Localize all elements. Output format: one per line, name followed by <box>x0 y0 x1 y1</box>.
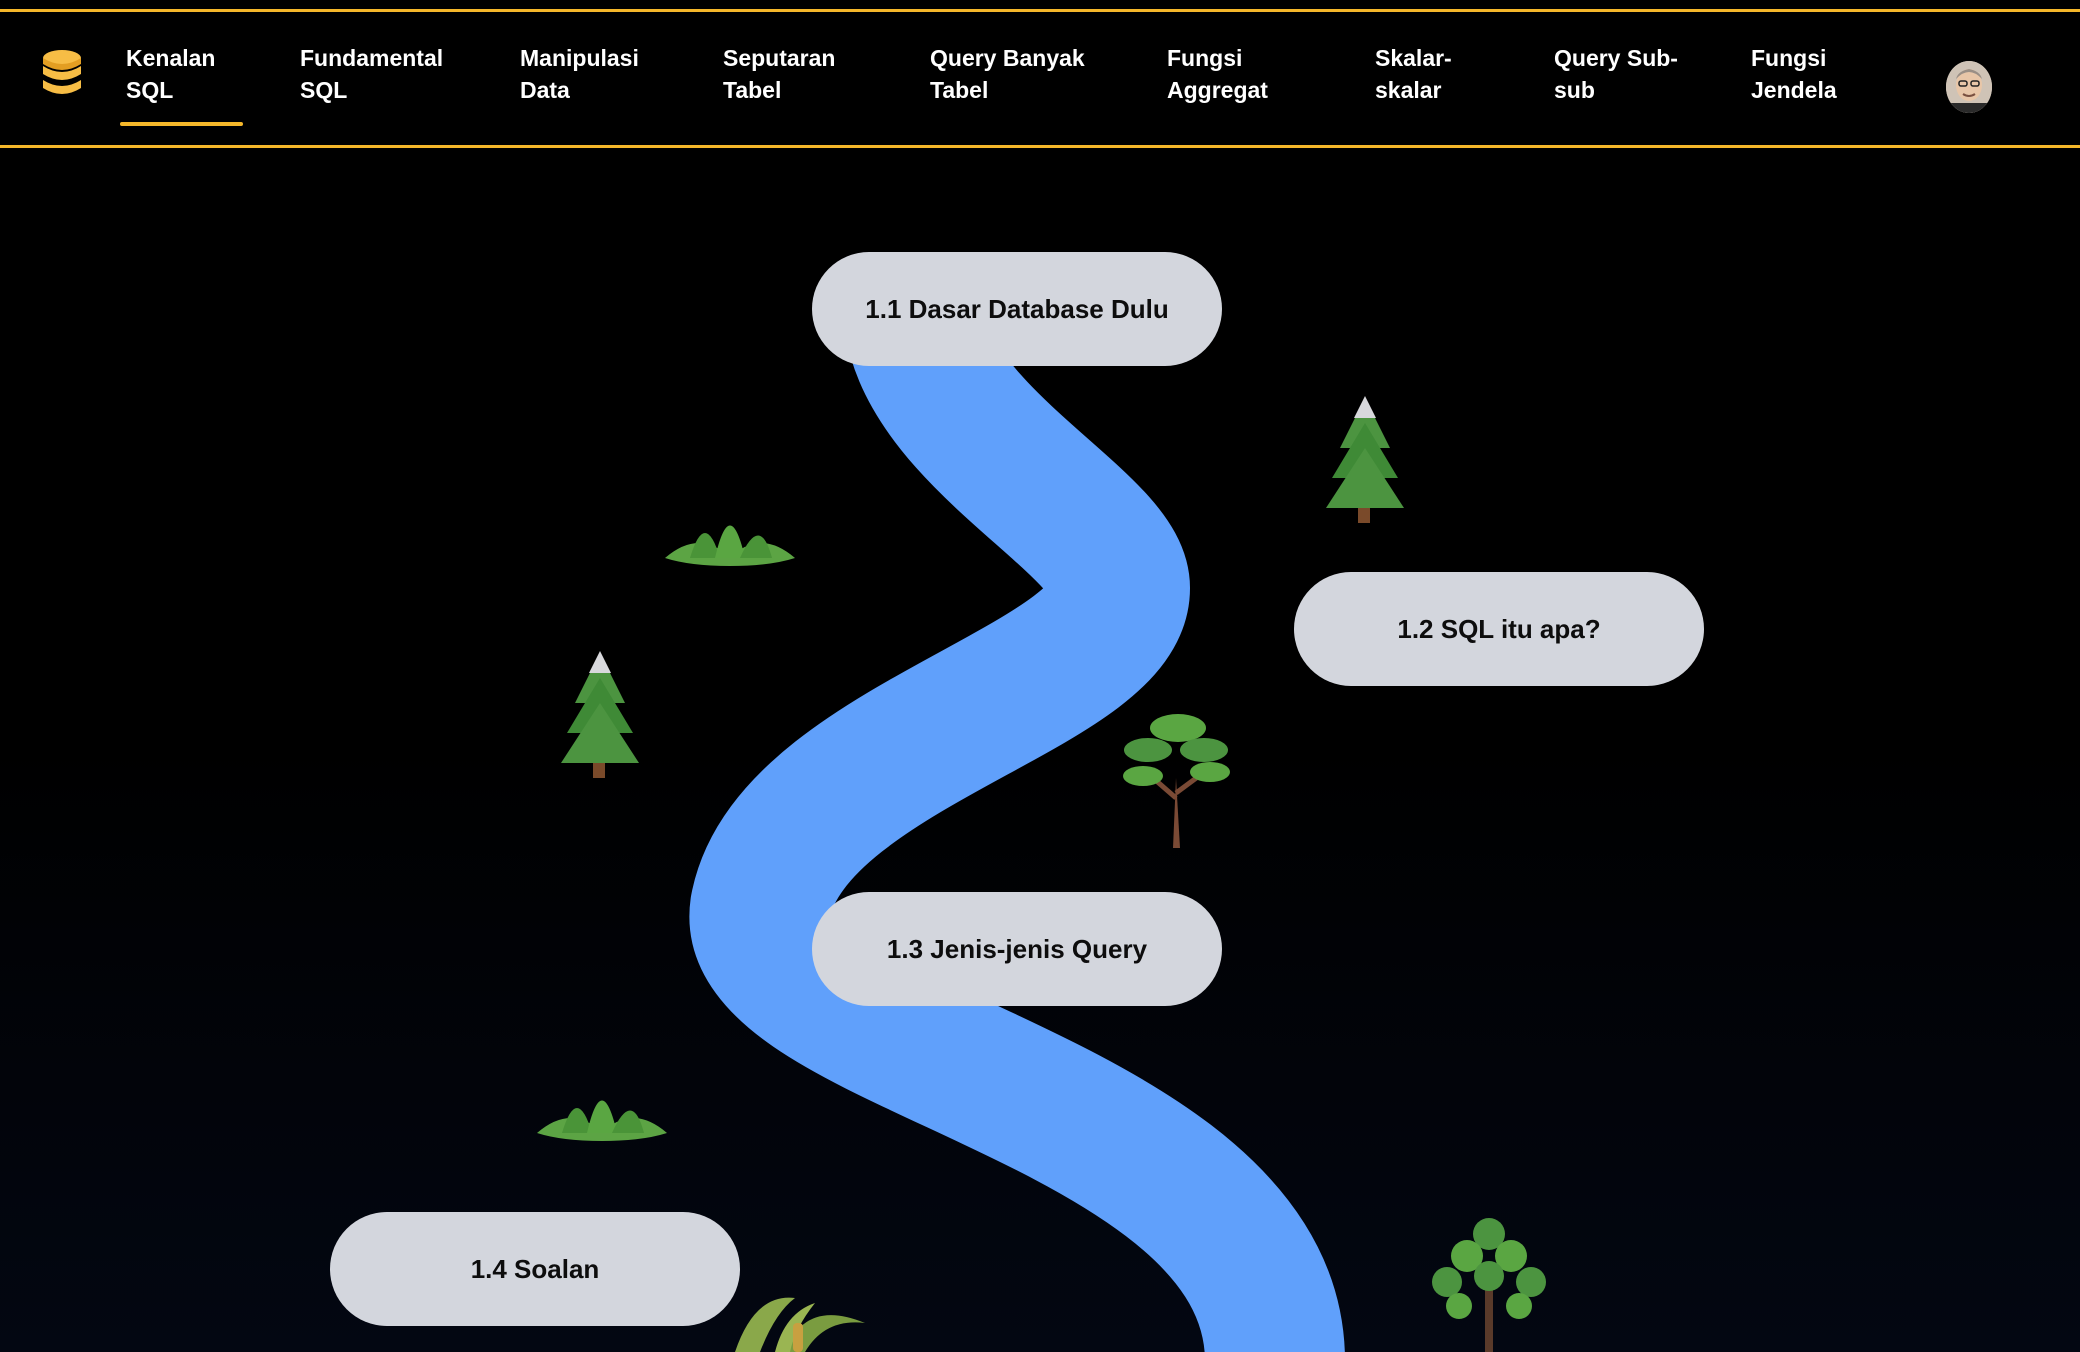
nav-item-line2: Data <box>520 77 570 103</box>
nav-item-line1: Kenalan <box>126 45 216 71</box>
river-path <box>689 314 1345 1352</box>
nav-item-line1: Query Sub- <box>1554 45 1678 71</box>
grass-bush-icon <box>537 1100 667 1141</box>
nav-item-line2: Tabel <box>723 77 782 103</box>
nav-item-line2: Aggregat <box>1167 77 1268 103</box>
nav-item-fundamental-sql[interactable]: Fundamental SQL <box>300 42 443 106</box>
nav-item-line1: Fungsi <box>1751 45 1827 71</box>
nav-item-line2: Tabel <box>930 77 989 103</box>
lesson-label: 1.2 SQL itu apa? <box>1397 613 1601 644</box>
snowy-pine-tree-icon <box>1326 396 1404 523</box>
lesson-1-1-button[interactable]: 1.1 Dasar Database Dulu <box>812 252 1222 366</box>
palm-plant-icon <box>735 1297 865 1352</box>
top-accent-line <box>0 9 2080 12</box>
nav-item-skalar-skalar[interactable]: Skalar- skalar <box>1375 42 1452 106</box>
nav-item-line1: Seputaran <box>723 45 836 71</box>
top-navbar: Kenalan SQL Fundamental SQL Manipulasi D… <box>0 12 2080 148</box>
nav-item-query-sub-sub[interactable]: Query Sub- sub <box>1554 42 1678 106</box>
nav-item-fungsi-aggregat[interactable]: Fungsi Aggregat <box>1167 42 1268 106</box>
nav-active-indicator <box>120 122 243 126</box>
nav-item-line2: skalar <box>1375 77 1442 103</box>
nav-item-line2: Jendela <box>1751 77 1837 103</box>
nav-item-line1: Skalar- <box>1375 45 1452 71</box>
nav-item-line1: Fungsi <box>1167 45 1243 71</box>
user-avatar[interactable] <box>1946 61 1992 113</box>
tiered-tree-icon <box>1432 1218 1546 1352</box>
nav-item-query-banyak-tabel[interactable]: Query Banyak Tabel <box>930 42 1085 106</box>
snowy-pine-tree-icon <box>561 651 639 778</box>
nav-item-line1: Fundamental <box>300 45 444 71</box>
nav-item-line1: Query Banyak <box>930 45 1085 71</box>
grass-bush-icon <box>665 525 795 566</box>
avatar-face-icon <box>1946 61 1992 113</box>
lesson-1-2-button[interactable]: 1.2 SQL itu apa? <box>1294 572 1704 686</box>
nav-item-seputaran-tabel[interactable]: Seputaran Tabel <box>723 42 835 106</box>
learning-path-map: 1.1 Dasar Database Dulu 1.2 SQL itu apa?… <box>0 148 2080 1352</box>
lesson-label: 1.4 Soalan <box>470 1253 600 1284</box>
nav-item-line1: Manipulasi <box>520 45 639 71</box>
round-canopy-tree-icon <box>1123 714 1230 848</box>
lesson-label: 1.3 Jenis-jenis Query <box>886 933 1148 964</box>
database-stack-icon[interactable] <box>38 48 86 104</box>
lesson-1-4-button[interactable]: 1.4 Soalan <box>330 1212 740 1326</box>
nav-item-kenalan-sql[interactable]: Kenalan SQL <box>126 42 215 106</box>
nav-item-line2: sub <box>1554 77 1595 103</box>
nav-item-fungsi-jendela[interactable]: Fungsi Jendela <box>1751 42 1837 106</box>
nav-item-line2: SQL <box>126 77 174 103</box>
lesson-label: 1.1 Dasar Database Dulu <box>865 293 1169 324</box>
nav-item-manipulasi-data[interactable]: Manipulasi Data <box>520 42 639 106</box>
lesson-1-3-button[interactable]: 1.3 Jenis-jenis Query <box>812 892 1222 1006</box>
nav-item-line2: SQL <box>300 77 348 103</box>
